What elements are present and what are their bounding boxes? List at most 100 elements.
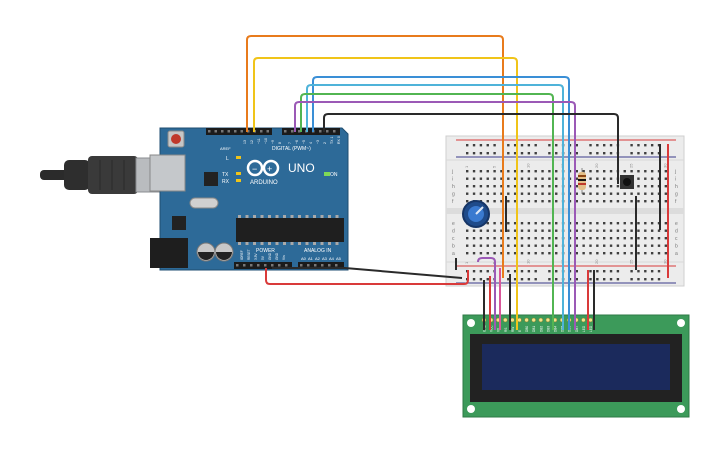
digital-label: DIGITAL (PWM~) <box>272 146 311 152</box>
power-pin-label: GND <box>275 252 279 260</box>
column-number: 1 <box>464 261 469 264</box>
resistor[interactable] <box>578 168 586 194</box>
lcd-pin-label: RS <box>504 328 508 332</box>
row-letter: a <box>675 251 678 257</box>
power-pin-label: GND <box>268 252 272 260</box>
power-jack <box>150 238 188 268</box>
column-number: 25 <box>628 259 633 264</box>
wire-red-5v <box>265 268 469 285</box>
led-l-label: L <box>226 156 229 162</box>
top-pin-label: ~11 <box>257 138 261 144</box>
row-letter: h <box>675 184 678 190</box>
wires <box>246 35 669 330</box>
column-number: 30 <box>663 259 668 264</box>
wire-yellow <box>253 57 518 330</box>
row-letter: j <box>451 169 453 175</box>
column-number: 5 <box>491 261 496 264</box>
wire-black-gnd <box>272 267 463 279</box>
crystal <box>189 197 219 209</box>
row-letter: i <box>452 177 453 183</box>
power-pin-label: 3.3V <box>254 253 258 260</box>
power-pin-label: 5V <box>261 255 265 260</box>
rx-label: RX <box>222 179 230 185</box>
analog-pin-label: A4 <box>329 256 335 261</box>
lcd-pin-label: E <box>518 330 522 332</box>
top-pin-label: 13 <box>243 140 247 144</box>
lcd-pin-label: LED <box>582 325 586 332</box>
row-letter: j <box>674 169 676 175</box>
row-letter: b <box>675 244 678 250</box>
lcd-pin[interactable] <box>538 317 544 323</box>
power-header[interactable] <box>234 262 292 269</box>
top-pin-label: ~3 <box>316 140 320 144</box>
arduino-model-text: UNO <box>288 161 315 175</box>
lcd-pin[interactable] <box>545 317 551 323</box>
lcd-pin-label: LED <box>589 325 593 332</box>
atmega-chip[interactable] <box>236 218 344 242</box>
lcd-pin-label: DB7 <box>575 326 579 332</box>
power-label: POWER <box>256 248 275 254</box>
column-number: 10 <box>526 163 531 168</box>
analog-pin-label: A1 <box>308 256 314 261</box>
top-pin-label: 8 <box>278 142 282 144</box>
column-number: 25 <box>628 163 633 168</box>
top-pin-label: RX 0 <box>337 136 341 144</box>
power-pin-label: Vin <box>282 255 286 260</box>
lcd-pin-label: DB3 <box>546 326 550 332</box>
lcd-pin[interactable] <box>581 317 586 323</box>
aref-label: AREF <box>220 146 231 151</box>
wire-orange <box>246 35 504 278</box>
top-pin-label: 4 <box>309 142 313 144</box>
column-number: 30 <box>663 163 668 168</box>
top-pin-label: ~6 <box>295 140 299 144</box>
lcd-pin[interactable] <box>503 317 508 323</box>
lcd-pin-label: DB1 <box>532 326 536 332</box>
lcd-pin[interactable] <box>517 317 522 323</box>
svg-text:+: + <box>267 164 272 174</box>
analog-pin-label: A2 <box>315 256 321 261</box>
column-number: 5 <box>491 165 496 168</box>
row-letter: g <box>675 192 678 198</box>
top-pin-label: TX 1 <box>330 137 334 144</box>
column-number: 20 <box>594 163 599 168</box>
wire-black-top <box>323 113 619 184</box>
lcd-pin[interactable] <box>588 317 593 323</box>
lcd-pin-label: VCC <box>490 325 494 332</box>
wire-blue <box>312 76 570 330</box>
lcd-pin[interactable] <box>531 317 536 323</box>
regulator <box>172 216 186 230</box>
row-letter: a <box>452 251 455 257</box>
analog-pin-label: A3 <box>322 256 328 261</box>
lcd-pin[interactable] <box>524 317 529 323</box>
lcd-pin-label: DB2 <box>539 326 543 332</box>
power-pin-label: RESET <box>247 249 251 260</box>
svg-text:−: − <box>252 164 257 174</box>
wire-purple <box>294 101 576 330</box>
top-pin-label: ~9 <box>271 140 275 144</box>
potentiometer[interactable] <box>462 200 490 228</box>
top-pin-label: ~5 <box>302 140 306 144</box>
row-letter: h <box>452 184 455 190</box>
lcd-pin-label: RW <box>511 327 515 332</box>
digital-header-2[interactable] <box>282 128 340 135</box>
small-chip <box>204 172 218 186</box>
push-button[interactable] <box>620 175 634 189</box>
wire-purple-lcd-v0 <box>477 257 496 330</box>
top-pin-label: 2 <box>323 142 327 144</box>
row-letter: d <box>675 229 678 235</box>
wire-cyan <box>306 84 564 330</box>
lcd-pin-label: V0 <box>497 328 501 332</box>
row-letter: i <box>675 177 676 183</box>
arduino-brand-text: ARDUINO <box>250 180 278 186</box>
row-letter: e <box>452 221 455 227</box>
top-pin-label: ~10 <box>264 138 268 144</box>
row-letter: f <box>675 199 677 205</box>
row-letter: d <box>452 229 455 235</box>
analog-pin-label: A5 <box>336 256 342 261</box>
digital-header-1[interactable] <box>206 128 272 135</box>
lcd-pin[interactable] <box>510 317 515 323</box>
top-pin-label: 12 <box>250 140 254 144</box>
lcd-screen <box>482 344 670 390</box>
